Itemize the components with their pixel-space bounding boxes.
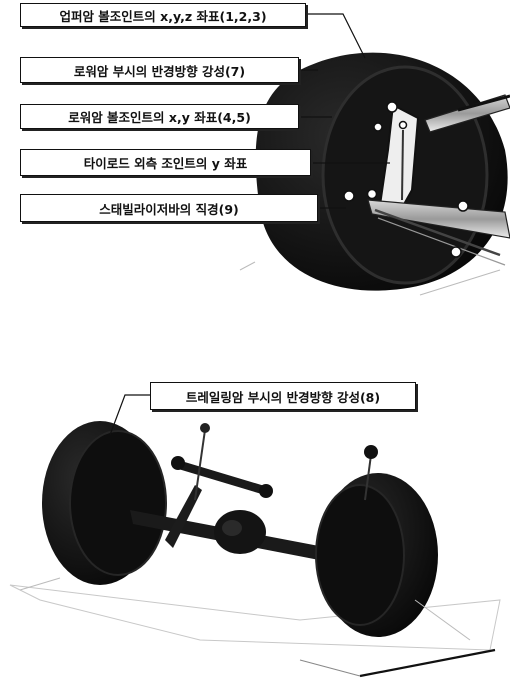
bottom-ground-plane <box>9 584 501 678</box>
label-lower-arm-bush-stiffness: 로워암 부시의 반경방향 강성(7) <box>20 57 299 83</box>
bottom-leader-line <box>109 394 150 436</box>
hardpoint-7 <box>450 246 462 258</box>
right-shock-mount <box>364 445 378 459</box>
top-hardpoints <box>343 101 469 258</box>
top-ground-line <box>239 261 501 296</box>
top-upright <box>401 129 404 201</box>
label-upper-arm-ball-joint: 업퍼암 볼조인트의 x,y,z 좌표(1,2,3) <box>20 3 306 27</box>
left-shock <box>194 429 206 501</box>
trailing-arm-left <box>165 485 202 548</box>
label-lower-arm-ball-joint: 로워암 볼조인트의 x,y 좌표(4,5) <box>20 104 299 129</box>
label-tie-rod-outer-joint: 타이로드 외측 조인트의 y 좌표 <box>20 149 311 176</box>
hardpoint-5 <box>366 188 378 200</box>
top-tie-rod <box>374 208 501 257</box>
top-leader-lines <box>299 13 390 209</box>
hardpoint-4 <box>343 190 355 202</box>
lateral-link <box>175 460 268 495</box>
hardpoint-3 <box>398 120 408 130</box>
label-trailing-arm-bush-stiffness: 트레일링암 부시의 반경방향 강성(8) <box>150 382 416 410</box>
label-stabilizer-diameter: 스태빌라이저바의 직경(9) <box>20 194 318 222</box>
bottom-axle-assembly <box>19 421 471 641</box>
hardpoint-2 <box>373 122 383 132</box>
hardpoint-6 <box>457 200 469 212</box>
top-wheel-assembly <box>239 52 510 296</box>
right-shock <box>364 454 372 501</box>
hardpoint-1 <box>386 101 398 113</box>
